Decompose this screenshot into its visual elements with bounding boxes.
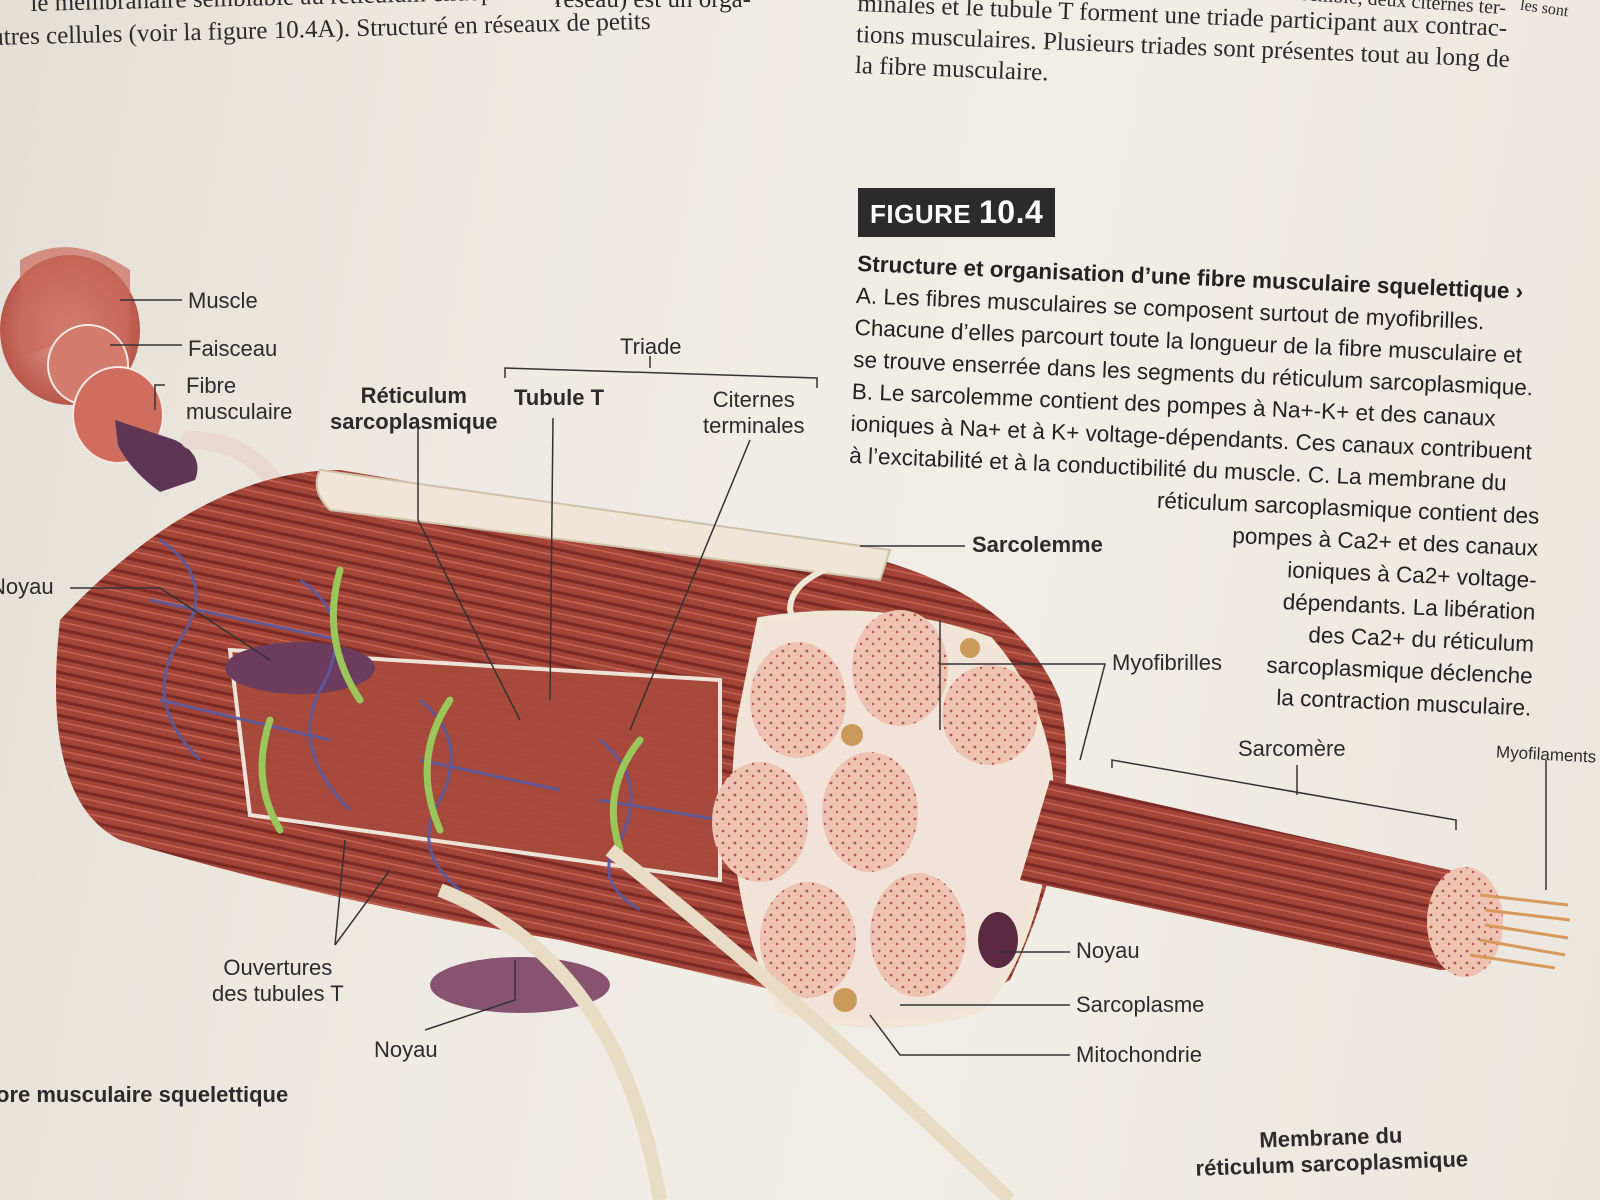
t-tubules: [258, 566, 644, 854]
figure-badge: FIGURE 10.4: [858, 188, 1056, 237]
label-fibre-musculaire: Fibre musculaire: [186, 373, 292, 425]
label-muscle-text: Muscle: [188, 288, 258, 313]
label-ouvertures-line-2: des tubules T: [212, 981, 344, 1006]
myofibril-4: [712, 762, 808, 882]
membrane-tube-1: [437, 883, 667, 1200]
label-myofibrilles-text: Myofibrilles: [1112, 650, 1223, 675]
label-sarcolemme: Sarcolemme: [972, 532, 1103, 558]
label-sarcoplasme: Sarcoplasme: [1076, 992, 1204, 1018]
leader-lines: [70, 299, 1547, 1056]
label-sarcomere-text: Sarcomère: [1238, 736, 1346, 761]
label-tubule-t: Tubule T: [514, 385, 604, 411]
label-noyau-right: Noyau: [1076, 938, 1140, 964]
label-citernes-line-1: Citernes: [712, 387, 795, 412]
label-tubule-t-text: Tubule T: [514, 385, 605, 410]
sarcolemma-sheath: [315, 468, 892, 582]
myofibril-7: [870, 873, 966, 997]
label-citernes-line-2: terminales: [703, 413, 805, 438]
label-noyau-right-text: Noyau: [1076, 938, 1140, 963]
label-reticulum-line-1: Réticulum: [360, 383, 467, 408]
label-faisceau-text: Faisceau: [188, 336, 278, 361]
label-triade-text: Triade: [620, 334, 682, 359]
label-mitochondrie-text: Mitochondrie: [1076, 1042, 1202, 1067]
label-muscle: Muscle: [188, 288, 258, 314]
label-sarcoplasme-text: Sarcoplasme: [1076, 992, 1205, 1017]
myofibril-1: [750, 642, 846, 758]
cutaway-window: [227, 647, 722, 883]
label-fibre-line-2: musculaire: [186, 399, 293, 424]
label-myofilaments-text: Myofilaments: [1495, 742, 1597, 767]
label-triade: Triade: [620, 334, 682, 360]
extending-myofibril: [1020, 780, 1502, 970]
muscle-fiber: [56, 468, 1571, 1200]
panel-title: ore musculaire squelettique: [0, 1082, 288, 1108]
myofibril-end: [1427, 867, 1503, 977]
body-left-fragment: réseau) est un orga-: [555, 0, 751, 14]
figure-badge-number: 10.4: [978, 194, 1044, 230]
label-noyau-left: Noyau: [0, 574, 54, 600]
membrane-tube-2: [605, 844, 1015, 1200]
mitochondrion-2: [960, 638, 980, 658]
label-noyau-bottom-text: Noyau: [374, 1037, 438, 1062]
label-reticulum-sarcoplasmique: Réticulum sarcoplasmique: [330, 383, 498, 435]
label-faisceau: Faisceau: [188, 336, 277, 362]
label-sarcomere: Sarcomère: [1238, 736, 1346, 762]
myofibril-cross-sections: [712, 610, 1038, 1012]
label-fibre-line-1: Fibre: [186, 373, 237, 398]
myofibril-2: [852, 610, 948, 726]
myofibril-5: [822, 752, 918, 872]
body-left-fragment-text: réseau) est un orga-: [555, 0, 751, 13]
label-noyau-bottom: Noyau: [374, 1037, 438, 1063]
label-myofilaments: Myofilaments: [1495, 739, 1597, 770]
label-membrane-reticulum: Membrane du réticulum sarcoplasmique: [1194, 1120, 1468, 1181]
label-citernes-terminales: Citernes terminales: [703, 387, 804, 439]
label-noyau-left-text: Noyau: [0, 574, 54, 599]
myofibril-6: [760, 882, 856, 998]
myofilaments: [1469, 893, 1571, 970]
label-ouvertures-line-1: Ouvertures: [223, 955, 333, 980]
mitochondrion-1: [841, 724, 863, 746]
label-myofibrilles: Myofibrilles: [1112, 650, 1222, 676]
figure-badge-word: FIGURE: [870, 199, 972, 229]
label-mitochondrie: Mitochondrie: [1076, 1042, 1202, 1068]
label-sarcolemme-text: Sarcolemme: [972, 532, 1103, 557]
label-reticulum-line-2: sarcoplasmique: [330, 409, 498, 434]
end-nucleus: [978, 912, 1018, 968]
fibre-stub: [115, 420, 198, 492]
panel-title-text: ore musculaire squelettique: [0, 1082, 289, 1107]
mitochondrion-3: [833, 988, 857, 1012]
myofibril-3: [942, 665, 1038, 765]
label-ouvertures-tubules: Ouvertures des tubules T: [212, 955, 344, 1007]
